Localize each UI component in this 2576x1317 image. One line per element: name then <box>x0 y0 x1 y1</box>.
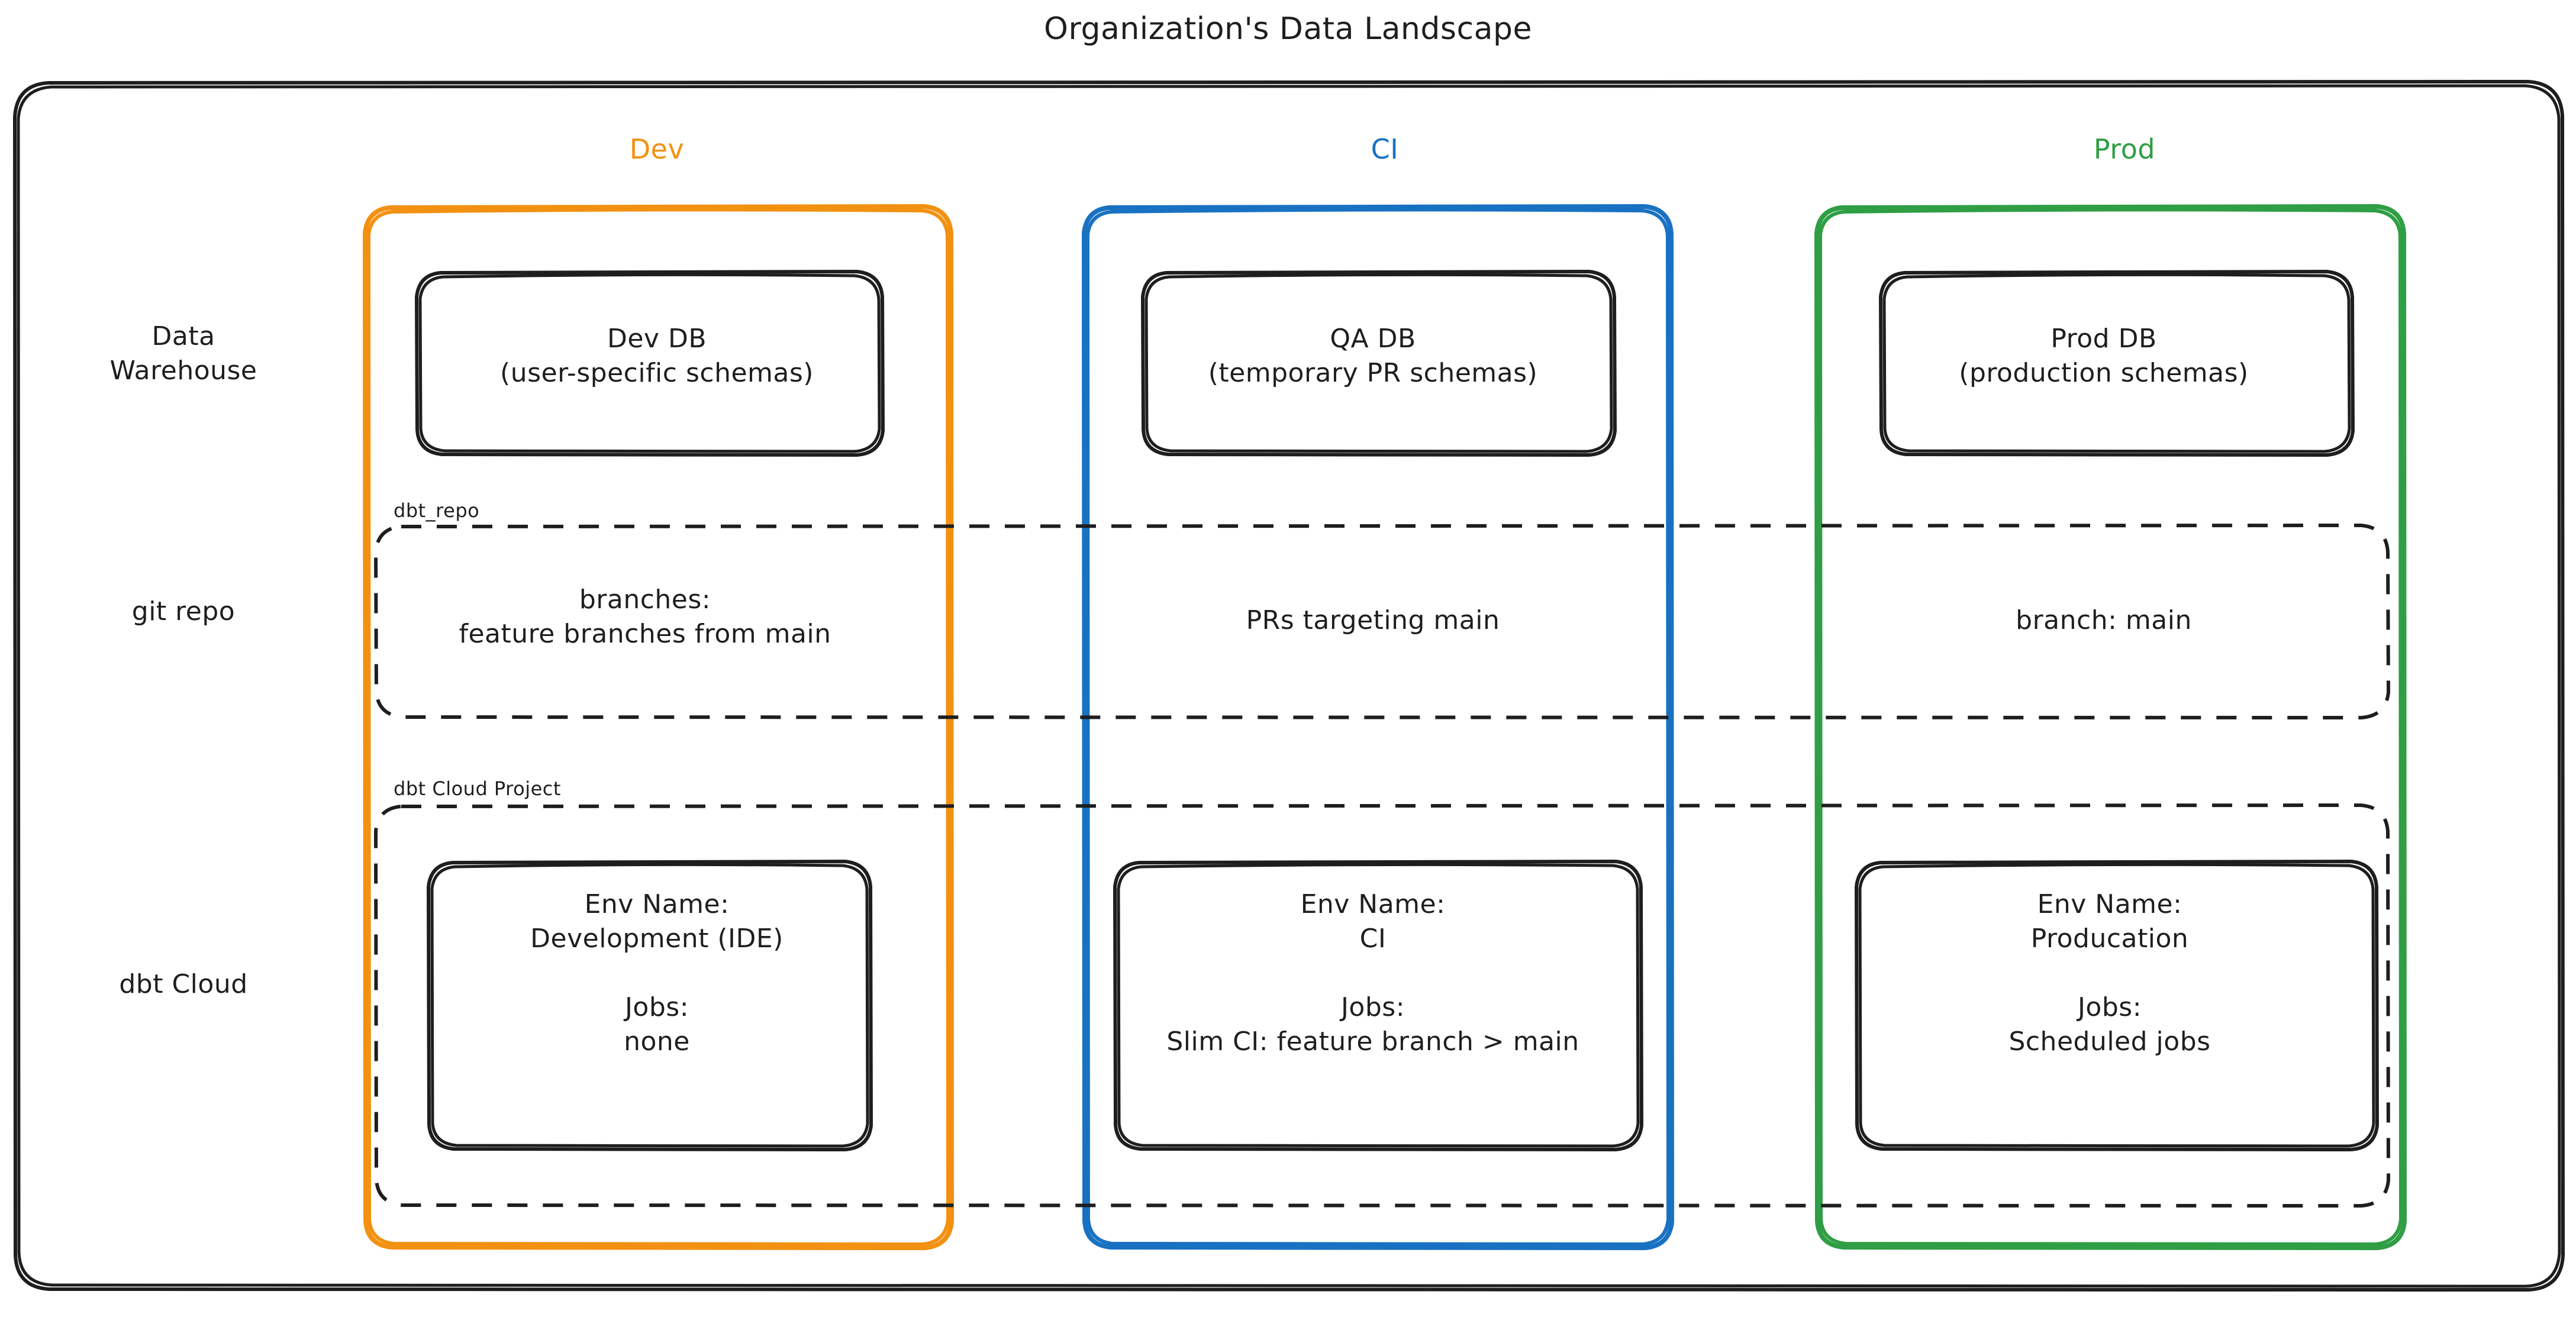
group-label-dbt-cloud-project: dbt Cloud Project <box>394 777 561 800</box>
column-header-prod: Prod <box>2093 133 2156 165</box>
git-repo-label-ci: PRs targeting main <box>1246 605 1500 635</box>
env-box-label-dev: Env Name: Development (IDE) Jobs: none <box>530 889 784 1057</box>
db-box-label-prod: Prod DB (production schemas) <box>1959 324 2249 389</box>
db-box-label-dev: Dev DB (user-specific schemas) <box>500 324 814 389</box>
db-box-label-ci: QA DB (temporary PR schemas) <box>1208 324 1538 389</box>
page-title: Organization's Data Landscape <box>1044 11 1532 47</box>
column-header-dev: Dev <box>629 133 685 165</box>
row-label-dbt-cloud: dbt Cloud <box>119 969 248 999</box>
row-label-git-repo: git repo <box>131 596 236 627</box>
column-header-ci: CI <box>1371 133 1399 165</box>
outer-frame <box>13 80 2565 1292</box>
row-label-data-warehouse: Data Warehouse <box>109 321 257 386</box>
git-repo-label-dev: branches: feature branches from main <box>459 585 831 650</box>
env-box-label-prod: Env Name: Producation Jobs: Scheduled jo… <box>2008 889 2211 1057</box>
git-repo-label-prod: branch: main <box>2016 605 2192 635</box>
env-box-label-ci: Env Name: CI Jobs: Slim CI: feature bran… <box>1166 889 1579 1057</box>
group-label-dbt-repo: dbt_repo <box>394 499 480 522</box>
